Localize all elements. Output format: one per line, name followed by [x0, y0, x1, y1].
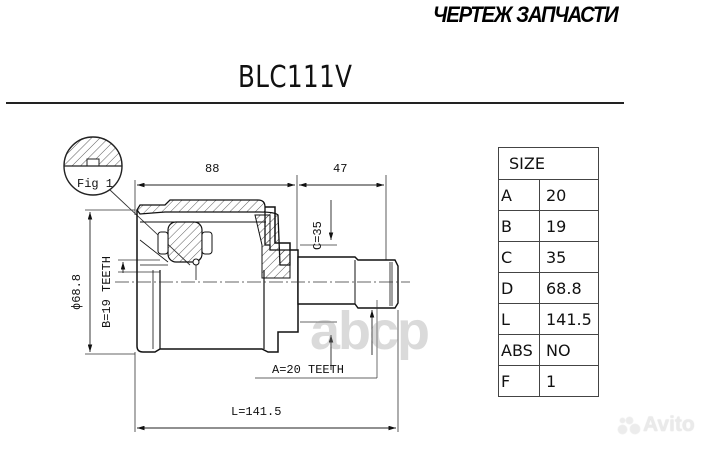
table-row: L 141.5 — [498, 303, 599, 335]
spec-key: D — [498, 272, 540, 304]
dim-88: 88 — [205, 162, 219, 176]
spec-value: NO — [539, 334, 599, 366]
avito-text: Avito — [643, 413, 695, 436]
top-dimensions: 88 47 — [134, 162, 387, 270]
spec-key: B — [498, 210, 540, 242]
part-number: BLC111V — [238, 60, 353, 95]
spec-key: A — [498, 179, 540, 211]
dim-c-label: C=35 — [311, 221, 325, 250]
avito-watermark: Avito — [618, 413, 695, 437]
page-header-title: ЧЕРТЕЖ ЗАПЧАСТИ — [433, 2, 619, 27]
spec-key: ABS — [498, 334, 540, 366]
title-divider — [6, 102, 624, 104]
spec-value: 141.5 — [539, 303, 599, 335]
bottom-dimensions: A=20 TEETH L=141.5 — [134, 300, 399, 432]
joint-housing — [136, 199, 299, 353]
fig1-label: Fig 1 — [77, 177, 113, 191]
dim-47: 47 — [333, 162, 347, 176]
table-row: ABS NO — [498, 334, 599, 366]
spec-value: 35 — [539, 241, 599, 273]
spec-value: 20 — [539, 179, 599, 211]
fig1-detail-circle: Fig 1 — [63, 136, 191, 266]
dim-b-label: B=19 TEETH — [100, 256, 114, 328]
spec-key: F — [498, 365, 540, 397]
table-row: C 35 — [498, 241, 599, 273]
table-row: B 19 — [498, 210, 599, 242]
spec-value: 19 — [539, 210, 599, 242]
spec-key: C — [498, 241, 540, 273]
joint-stem — [297, 256, 399, 309]
table-row: A 20 — [498, 179, 599, 211]
table-row: D 68.8 — [498, 272, 599, 304]
dim-diameter-label: ϕ68.8 — [70, 274, 84, 310]
avito-logo-icon — [618, 415, 640, 435]
table-row: F 1 — [498, 365, 599, 397]
table-header-row: SIZE — [498, 147, 599, 180]
dim-c: C=35 — [300, 200, 337, 370]
spec-value: 1 — [539, 365, 599, 397]
dim-l-label: L=141.5 — [231, 405, 281, 419]
dim-a-label: A=20 TEETH — [272, 363, 344, 377]
size-spec-table: SIZE A 20 B 19 C 35 D 68.8 L 141.5 ABS N… — [498, 147, 599, 397]
table-header: SIZE — [498, 147, 599, 180]
spec-key: L — [498, 303, 540, 335]
abcp-watermark: abcp — [310, 301, 430, 361]
spec-value: 68.8 — [539, 272, 599, 304]
